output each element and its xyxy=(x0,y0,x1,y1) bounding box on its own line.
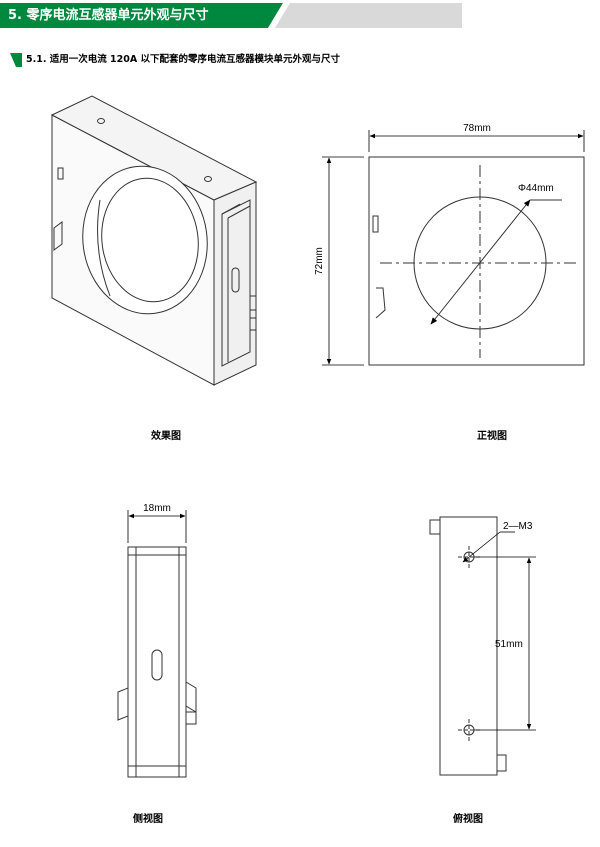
section-title: 5. 零序电流互感器单元外观与尺寸 xyxy=(8,8,209,23)
side-view-drawing xyxy=(117,546,197,778)
subsection-title: 5.1. 适用一次电流 120A 以下配套的零序电流互感器模块单元外观与尺寸 xyxy=(26,54,341,65)
caption-top-view: 俯视图 xyxy=(453,814,483,825)
screw-spec: 2—M3 xyxy=(503,521,533,532)
diameter-dimension: Φ44mm xyxy=(518,183,554,194)
depth-dimension: 18mm xyxy=(143,503,171,514)
caption-side-view: 侧视图 xyxy=(133,814,163,825)
subsection-marker-icon xyxy=(10,53,22,67)
hole-spacing-dimension: 51mm xyxy=(495,639,523,650)
caption-front-view: 正视图 xyxy=(477,431,507,442)
isometric-view-drawing xyxy=(50,95,258,386)
caption-effect-view: 效果图 xyxy=(151,431,181,442)
front-dimension-lines xyxy=(322,130,585,366)
side-dimension-lines xyxy=(127,510,187,543)
top-view-drawing xyxy=(429,516,507,776)
height-dimension: 72mm xyxy=(314,247,325,275)
width-dimension: 78mm xyxy=(463,123,491,134)
front-view-drawing xyxy=(368,156,585,366)
header-bar-graphic xyxy=(0,3,462,28)
top-dimension-lines xyxy=(462,531,536,731)
section-header: 5. 零序电流互感器单元外观与尺寸 xyxy=(0,3,462,28)
